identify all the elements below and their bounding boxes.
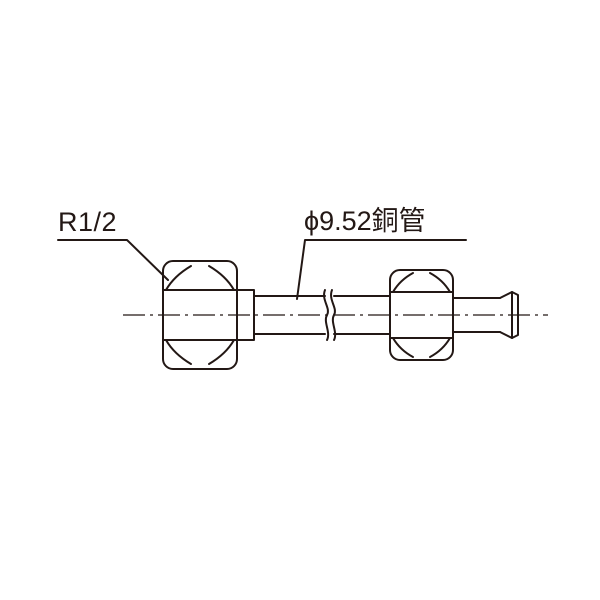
copper-pipe-right bbox=[333, 295, 391, 335]
thread-size-label: R1/2 bbox=[58, 207, 118, 237]
pipe-leader-line bbox=[296, 239, 467, 300]
pipe-spec-label: ϕ9.52銅管 bbox=[304, 206, 426, 236]
copper-pipe-left bbox=[253, 295, 326, 335]
thread-leader-line bbox=[57, 239, 169, 281]
right-hex-nut bbox=[389, 269, 454, 361]
